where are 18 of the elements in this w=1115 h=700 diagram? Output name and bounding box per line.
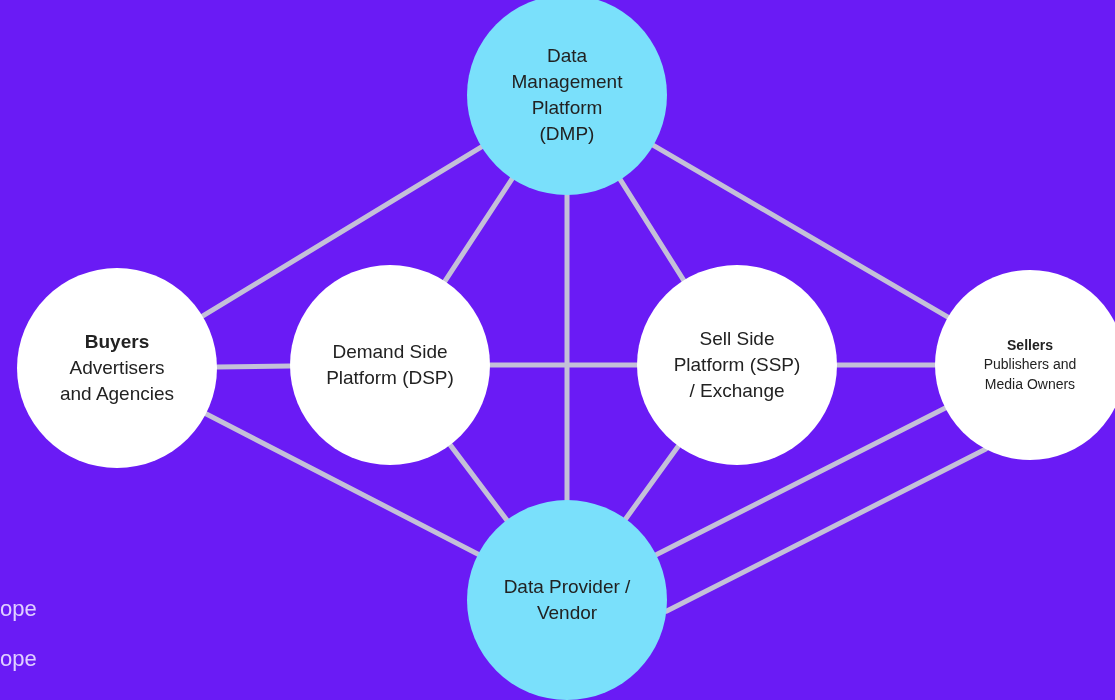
- node-heading: Buyers: [84, 329, 150, 354]
- connector-line: [650, 142, 951, 320]
- connector-line: [653, 405, 948, 558]
- connector-line: [442, 176, 515, 284]
- node-text: Sell Side Platform (SSP) / Exchange: [673, 326, 801, 404]
- connector-line: [623, 443, 681, 522]
- cut-off-text: ope: [0, 645, 37, 673]
- node-heading: Sellers: [1007, 336, 1053, 356]
- node-text: Publishers and Media Owners: [982, 355, 1078, 394]
- connector-line: [617, 177, 687, 283]
- node-text: Advertisers and Agencies: [58, 355, 176, 407]
- node-text: Demand Side Platform (DSP): [326, 339, 454, 390]
- connector-line: [447, 442, 510, 523]
- connector-line: [200, 144, 484, 319]
- cut-off-text: ope: [0, 595, 37, 623]
- node-text: Data Management Platform (DMP): [510, 43, 624, 147]
- connector-line: [203, 411, 481, 557]
- node-text: Data Provider / Vendor: [503, 574, 631, 625]
